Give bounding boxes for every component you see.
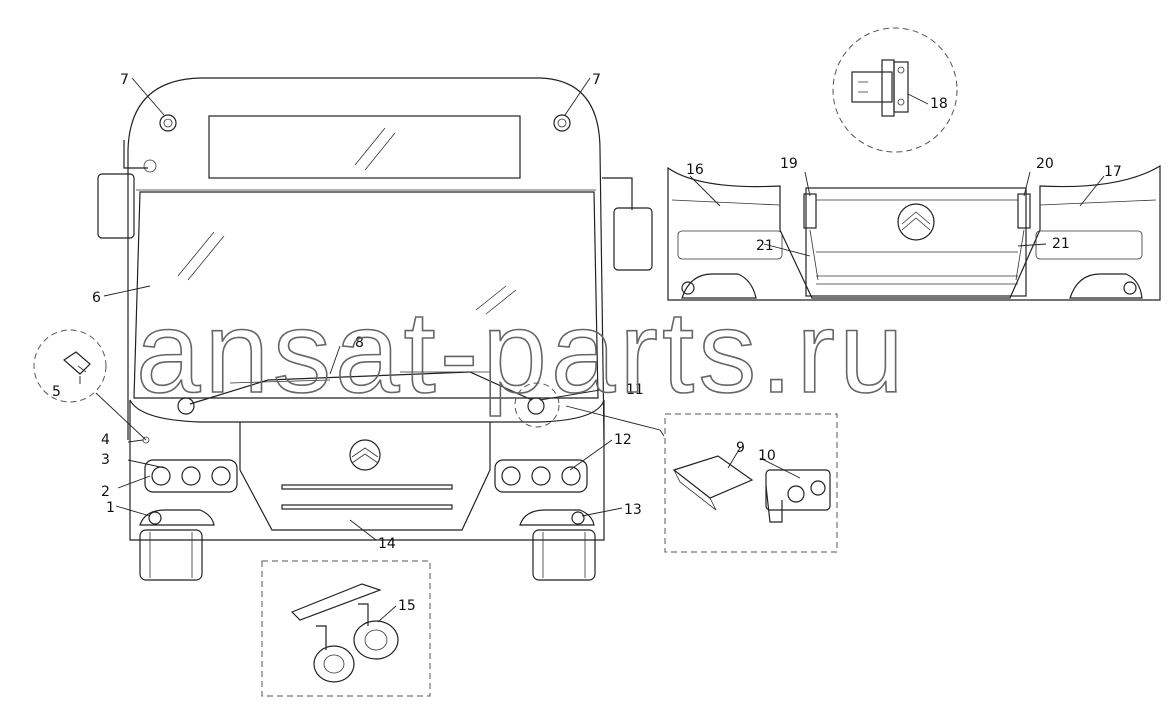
label-21-left: 21 xyxy=(756,238,774,254)
label-9: 9 xyxy=(736,440,745,456)
label-20: 20 xyxy=(1036,156,1054,172)
label-6: 6 xyxy=(92,290,101,306)
headlight-left xyxy=(144,459,238,493)
label-15: 15 xyxy=(398,598,416,614)
label-11: 11 xyxy=(626,382,644,398)
front-emblem xyxy=(349,439,381,471)
destination-sign xyxy=(208,115,521,179)
label-2: 2 xyxy=(101,484,110,500)
mirror-right xyxy=(613,207,653,271)
label-7-left: 7 xyxy=(120,72,129,88)
label-21-right: 21 xyxy=(1052,236,1070,252)
label-16: 16 xyxy=(686,162,704,178)
mirror-left xyxy=(97,173,135,239)
label-10: 10 xyxy=(758,448,776,464)
label-7-right: 7 xyxy=(592,72,601,88)
bumper-assembly xyxy=(667,164,1161,301)
detail-brackets xyxy=(664,413,838,553)
leader-lines xyxy=(79,77,1105,623)
label-1: 1 xyxy=(106,500,115,516)
detail-hinge xyxy=(832,27,958,153)
label-17: 17 xyxy=(1104,164,1122,180)
label-12: 12 xyxy=(614,432,632,448)
windshield xyxy=(133,191,599,399)
label-5: 5 xyxy=(52,384,61,400)
label-4: 4 xyxy=(101,432,110,448)
label-8: 8 xyxy=(355,335,364,351)
bus-front xyxy=(97,77,653,581)
label-14: 14 xyxy=(378,536,396,552)
part-labels: 7 7 5 6 8 11 4 3 2 1 12 13 14 15 9 10 18… xyxy=(52,72,1122,614)
detail-bulb xyxy=(33,329,107,403)
watermark-text: ansat-parts.ru xyxy=(136,287,908,417)
label-13: 13 xyxy=(624,502,642,518)
label-3: 3 xyxy=(101,452,110,468)
label-18: 18 xyxy=(930,96,948,112)
headlight-right xyxy=(494,459,588,493)
detail-horns xyxy=(261,560,431,697)
label-19: 19 xyxy=(780,156,798,172)
